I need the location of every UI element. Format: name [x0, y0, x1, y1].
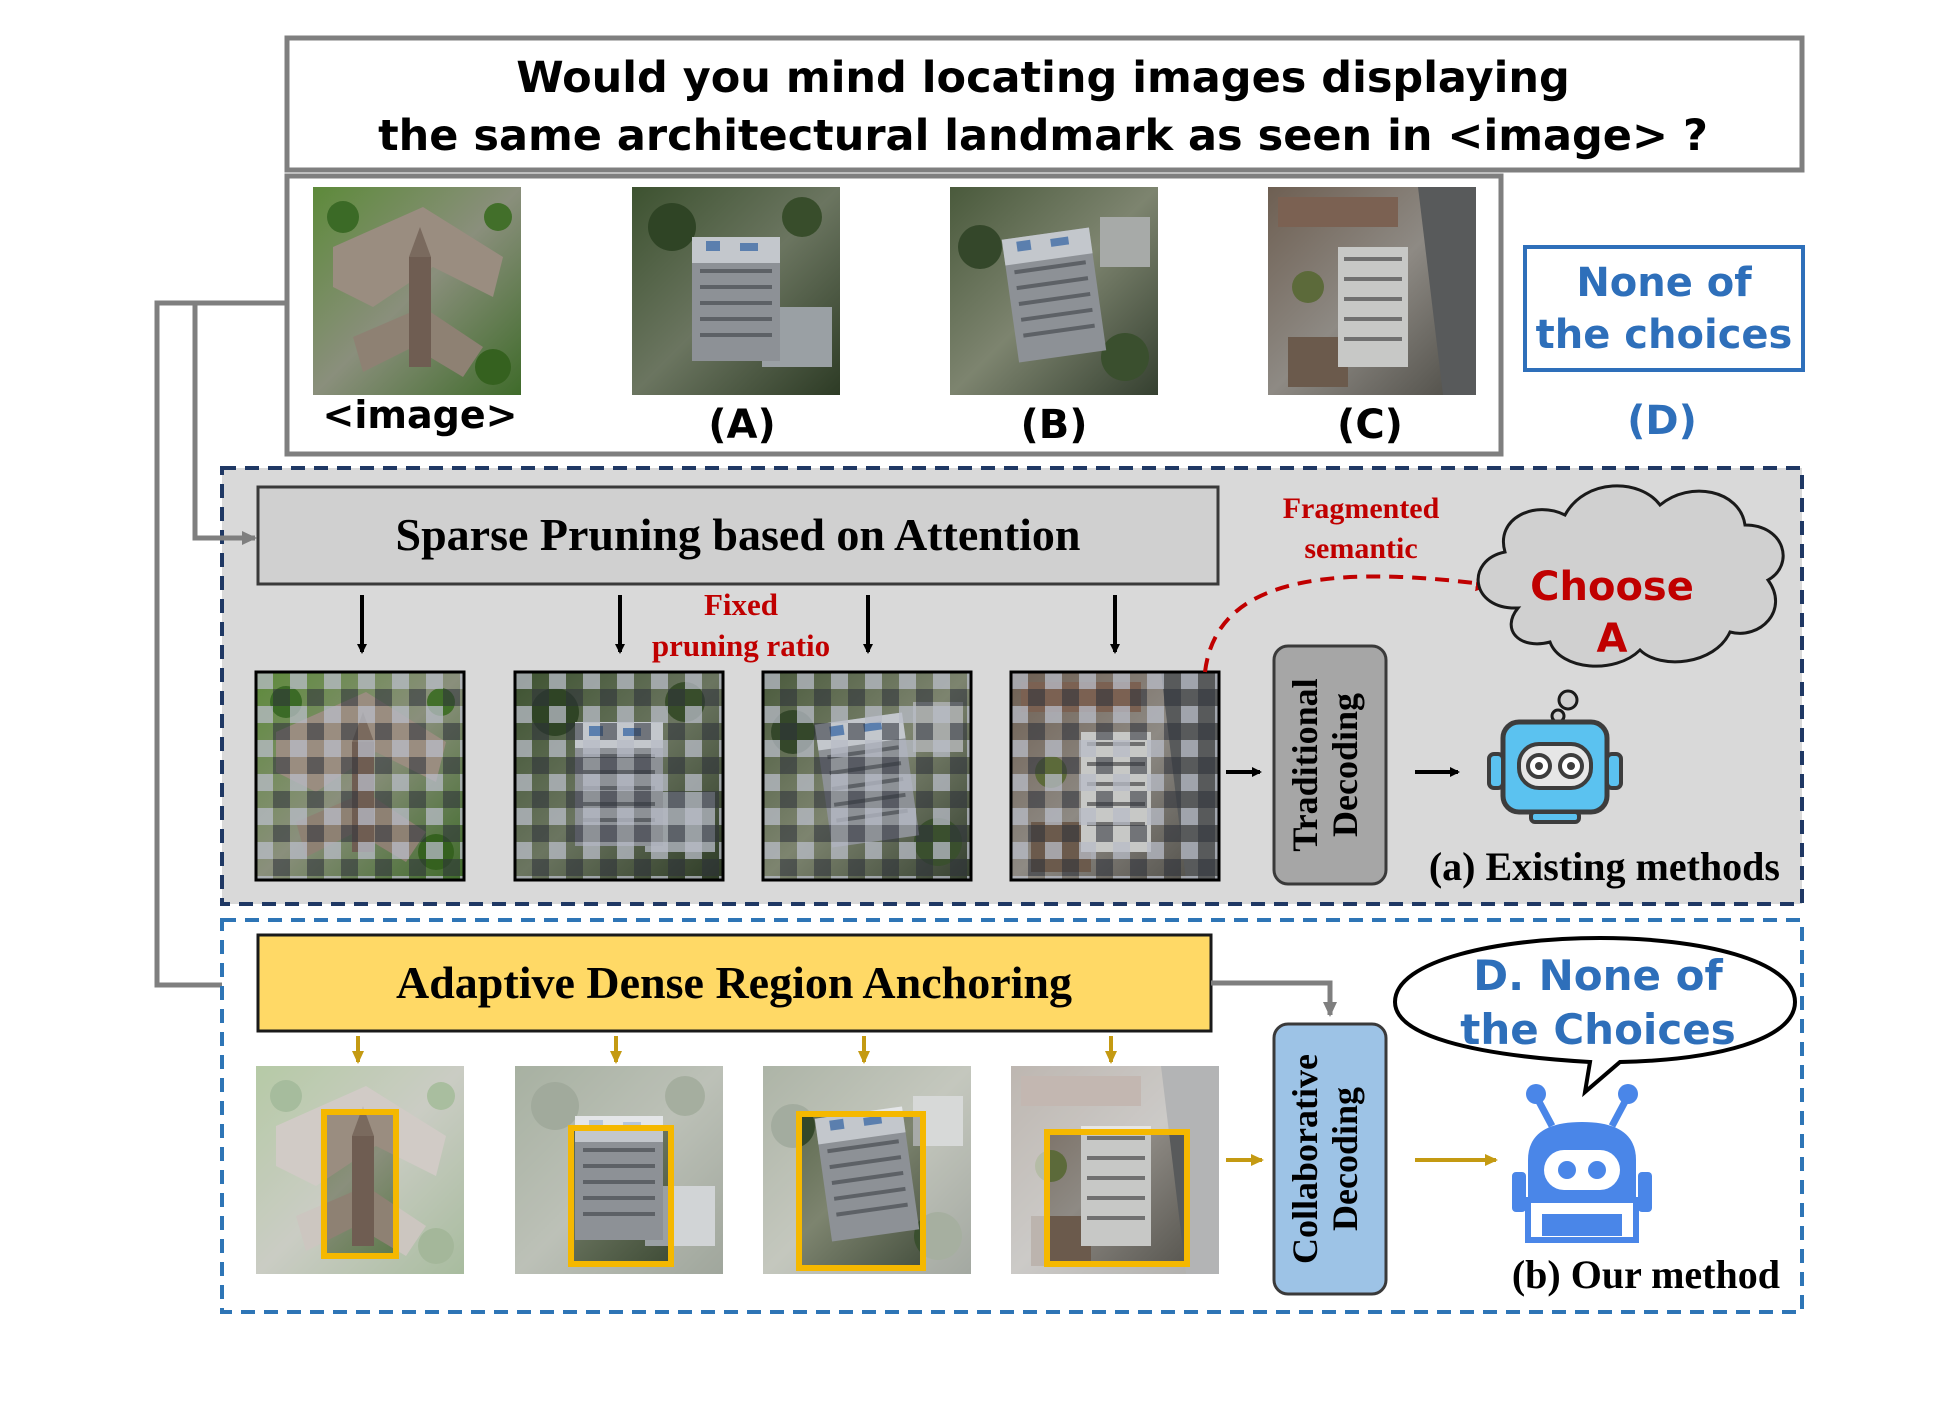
collaborative-decoding-line-1: Collaborative [1285, 1054, 1325, 1264]
choice-a-image [632, 187, 840, 395]
choice-d-box-line-2: the choices [1536, 312, 1793, 358]
query-image-label: <image> [323, 393, 518, 437]
choice-d-box [1523, 245, 1805, 372]
question-line-2: the same architectural landmark as seen … [378, 111, 1708, 161]
pruned-image-c [1009, 670, 1221, 882]
collaborative-decoding-box [1272, 1022, 1388, 1296]
pruned-image-query [254, 670, 466, 882]
wrong-answer-cloud [1476, 484, 1785, 724]
choice-a-label: (A) [708, 402, 776, 448]
choice-d-box-line-1: None of [1576, 260, 1752, 306]
existing-methods-caption: (a) Existing methods [1429, 844, 1780, 889]
collaborative-decoding-line-2: Decoding [1325, 1087, 1365, 1231]
fixed-ratio-line-2: pruning ratio [652, 628, 830, 663]
feed-arrow-existing [192, 303, 257, 545]
anchored-image-c [1011, 1066, 1219, 1274]
choice-c-image [1268, 187, 1476, 395]
choice-c-label: (C) [1337, 402, 1403, 448]
traditional-decoding-line-1: Traditional [1285, 678, 1325, 851]
dense-anchoring-module [256, 933, 1213, 1033]
fragmented-line-1: Fragmented [1283, 492, 1440, 525]
question-box [284, 35, 1805, 173]
traditional-decoding-line-2: Decoding [1325, 693, 1365, 837]
choice-b-label: (B) [1020, 402, 1087, 448]
traditional-decoding-box [1272, 644, 1388, 886]
sparse-pruning-title: Sparse Pruning based on Attention [395, 509, 1080, 560]
wrong-answer-line-2: A [1597, 616, 1628, 662]
pruned-image-b [761, 670, 973, 882]
wrong-answer-line-1: Choose [1530, 564, 1694, 610]
pruned-image-a [513, 670, 725, 882]
anchored-image-a [515, 1066, 723, 1274]
question-line-1: Would you mind locating images displayin… [516, 53, 1570, 103]
sparse-pruning-module [256, 485, 1220, 586]
feed-arrow-ours [154, 300, 287, 992]
fragmented-line-2: semantic [1304, 532, 1417, 565]
correct-answer-line-2: the Choices [1460, 1005, 1735, 1054]
query-image [313, 187, 521, 395]
choice-d-label: (D) [1627, 398, 1697, 444]
fixed-ratio-line-1: Fixed [704, 587, 778, 622]
existing-robot-icon [1489, 722, 1621, 822]
correct-answer-line-1: D. None of [1473, 951, 1723, 1000]
anchored-image-query [256, 1066, 464, 1274]
our-method-caption: (b) Our method [1512, 1252, 1780, 1297]
correct-answer-bubble [1392, 935, 1798, 1098]
choice-b-image [950, 187, 1158, 395]
anchored-image-b [763, 1066, 971, 1274]
module-to-decoder-arrow [1211, 980, 1337, 1017]
dense-anchoring-title: Adaptive Dense Region Anchoring [396, 957, 1072, 1008]
fragmented-semantic-arrow [1203, 574, 1493, 673]
